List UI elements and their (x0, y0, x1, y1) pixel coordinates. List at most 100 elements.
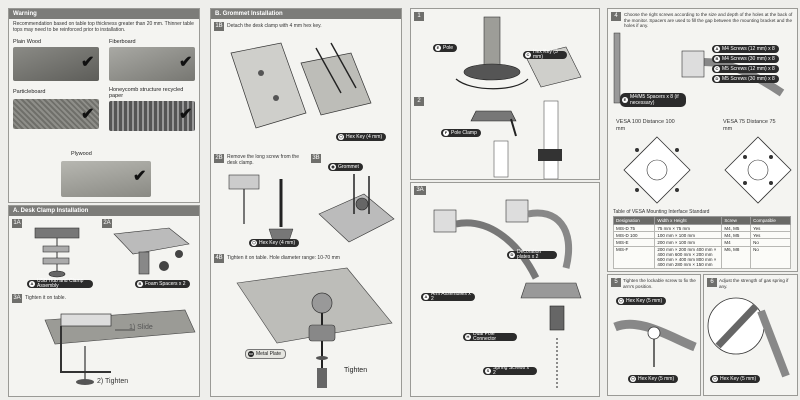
hex-key-3mm-label: C Hex Key (3 mm) (523, 49, 567, 60)
hex-key-4mm-text: Hex Key (4 mm) (346, 134, 383, 140)
pole-clamp-drawing (470, 100, 562, 179)
vesa-75-plate-drawing (724, 136, 792, 204)
grommet-icon: ◉ (330, 164, 336, 170)
step-1b-text: Detach the desk clamp with 4 mm hex key. (227, 23, 322, 29)
screws-section: 4 Choose the right screws according to t… (607, 8, 798, 272)
screw-b-label: B M4 Screws (30 mm) x 8 (712, 55, 779, 63)
step-4b-text: Tighten it on table. Hole diameter range… (227, 255, 340, 261)
arm-assembly-drawing (433, 199, 582, 388)
screw-letter-c: C (714, 66, 720, 72)
spring-screws-label: S Spring Screws x 2 (483, 365, 537, 376)
screw-c-text: M5 Screws (12 mm) x 8 (722, 66, 775, 72)
part-letter-h: H (465, 334, 471, 340)
spacers-label: E M4/M5 Spacers x 8 (if necessary) (620, 93, 686, 107)
step-2: 2 (414, 97, 424, 106)
hex-key-5mm-text-3: Hex Key (5 mm) (720, 376, 757, 382)
vesa-100-plate-drawing (623, 136, 691, 204)
screw-d-label: D M5 Screws (30 mm) x 8 (712, 75, 779, 83)
gas-spring-drawing (707, 297, 790, 378)
lock-screw-drawing (613, 319, 697, 367)
screw-letter-b: B (714, 56, 720, 62)
foam-spacers-text: Foam Spacers x 2 (145, 281, 186, 287)
warning-text: Recommendation based on table top thickn… (13, 21, 194, 33)
table-cell: MIS-E (612, 238, 656, 247)
grommet-tighten-drawing (236, 267, 393, 388)
hex-key-4mm-label-1: ⬡ Hex Key (4 mm) (336, 133, 387, 141)
clamp-on-table-drawing (44, 309, 196, 385)
table-row: MIS-D 75 75 mm × 75 mm M4, M5 Yes (612, 223, 791, 233)
grommet-drawing (318, 174, 395, 243)
hex-key-5mm-label-2: ⬡ Hex Key (5 mm) (628, 375, 679, 383)
pole-section: 1 E Pole C Hex Key (3 mm) 2 (410, 8, 600, 180)
detach-clamp-drawing (230, 42, 372, 129)
part-letter-c: C (525, 52, 531, 58)
material-plain-wood: Plain Wood (13, 39, 42, 45)
step6-section: 6 Adjust the strength of gas spring if a… (703, 274, 798, 396)
hex-key-icon: ⬡ (630, 376, 636, 382)
step-3b: 3B (311, 154, 321, 163)
screw-letter-d: D (714, 76, 720, 82)
decoration-plates-text: Decoration plates x 2 (517, 249, 542, 260)
plain-wood-image (13, 47, 99, 81)
dual-pole-label: H Dual Pole Connector (463, 331, 517, 342)
part-letter-a-arm: A (423, 294, 429, 300)
vesa-col-screw: Screw (721, 216, 752, 225)
hex-key-3mm-text: Hex Key (3 mm) (533, 49, 558, 60)
material-plywood: Plywood (71, 151, 92, 157)
clamp-exploded-drawing (34, 227, 80, 278)
table-cell: MIS-D 100 (612, 231, 656, 240)
hex-key-5mm-label-1: ⬡ Hex Key (5 mm) (616, 297, 667, 305)
vesa-100-text: VESA 100 Distance 100 mm (616, 119, 675, 132)
vesa-75-text: VESA 75 Distance 75 mm (723, 119, 776, 132)
material-fiberboard: Fiberboard (109, 39, 136, 45)
table-cell: 200 mm × 100 mm (654, 238, 723, 247)
hex-key-4mm-label-2: ⬡ Hex Key (4 mm) (249, 239, 300, 247)
step-3a-text: Tighten it on table. (25, 295, 66, 301)
foam-spacer-drawing (113, 227, 190, 275)
part-letter-d: D (509, 252, 515, 258)
hex-key-icon: ⬡ (251, 240, 257, 246)
pole-clamp-label: F Pole Clamp (441, 129, 481, 137)
column-1: Warning Recommendation based on table to… (0, 0, 206, 400)
step-4b: 4B (214, 254, 224, 263)
part-letter-f: F (443, 130, 449, 136)
particleboard-image (13, 99, 99, 129)
pole-text: Pole (443, 45, 454, 51)
hex-key-icon: ⬡ (338, 134, 344, 140)
plywood-image (61, 161, 151, 197)
table-row: MIS-F 200 mm × 200 mm 400 mm × 400 mm 60… (612, 245, 791, 269)
table-row: MIS-E 200 mm × 100 mm M4 No (612, 238, 791, 247)
table-cell: MIS-F (612, 245, 656, 269)
screw-a-label: A M4 Screws (12 mm) x 8 (712, 45, 779, 53)
pole-clamp-text: Pole Clamp (451, 130, 477, 136)
spacer-letter-e: E (622, 97, 628, 103)
table-row: MIS-D 100 100 mm × 100 mm M4, M5 Yes (612, 231, 791, 240)
screws-text: Choose the right screws according to the… (624, 12, 793, 28)
step-4: 4 (611, 12, 621, 21)
dual-pole-text: Dual Pole Connector (473, 331, 497, 342)
pole-insert-drawing (455, 16, 582, 90)
hex-key-icon: ⬡ (712, 376, 718, 382)
check-icon: ✔ (179, 106, 193, 123)
spring-screws-text: Spring Screws x 2 (493, 365, 530, 376)
hex-key-5mm-text-1: Hex Key (5 mm) (626, 298, 663, 304)
fiberboard-image (109, 47, 195, 81)
column-4: 4 Choose the right screws according to t… (603, 0, 800, 400)
part-letter-e: E (435, 45, 441, 51)
screw-a-text: M4 Screws (12 mm) x 8 (722, 46, 775, 52)
honeycomb-image (109, 101, 195, 131)
tighten-grommet-label: Tighten (344, 367, 368, 374)
arm-assemblies-text: Arm Assemblies x 2 (431, 291, 471, 302)
step-6: 6 (707, 278, 717, 287)
vesa-table-header-row: Designation Width x Height Screw Compati… (612, 216, 791, 225)
step-2b: 2B (214, 154, 224, 163)
check-icon: ✔ (81, 54, 95, 71)
step-1a: 1A (12, 219, 22, 228)
table-cell: M4, M5 (721, 223, 752, 233)
check-icon: ✔ (179, 54, 193, 71)
arm-assemblies-label: A Arm Assemblies x 2 (421, 291, 475, 302)
metal-plate-text: Metal Plate (256, 351, 282, 357)
hex-key-4mm-text-2: Hex Key (4 mm) (259, 240, 296, 246)
part-letter-s: S (485, 368, 491, 374)
